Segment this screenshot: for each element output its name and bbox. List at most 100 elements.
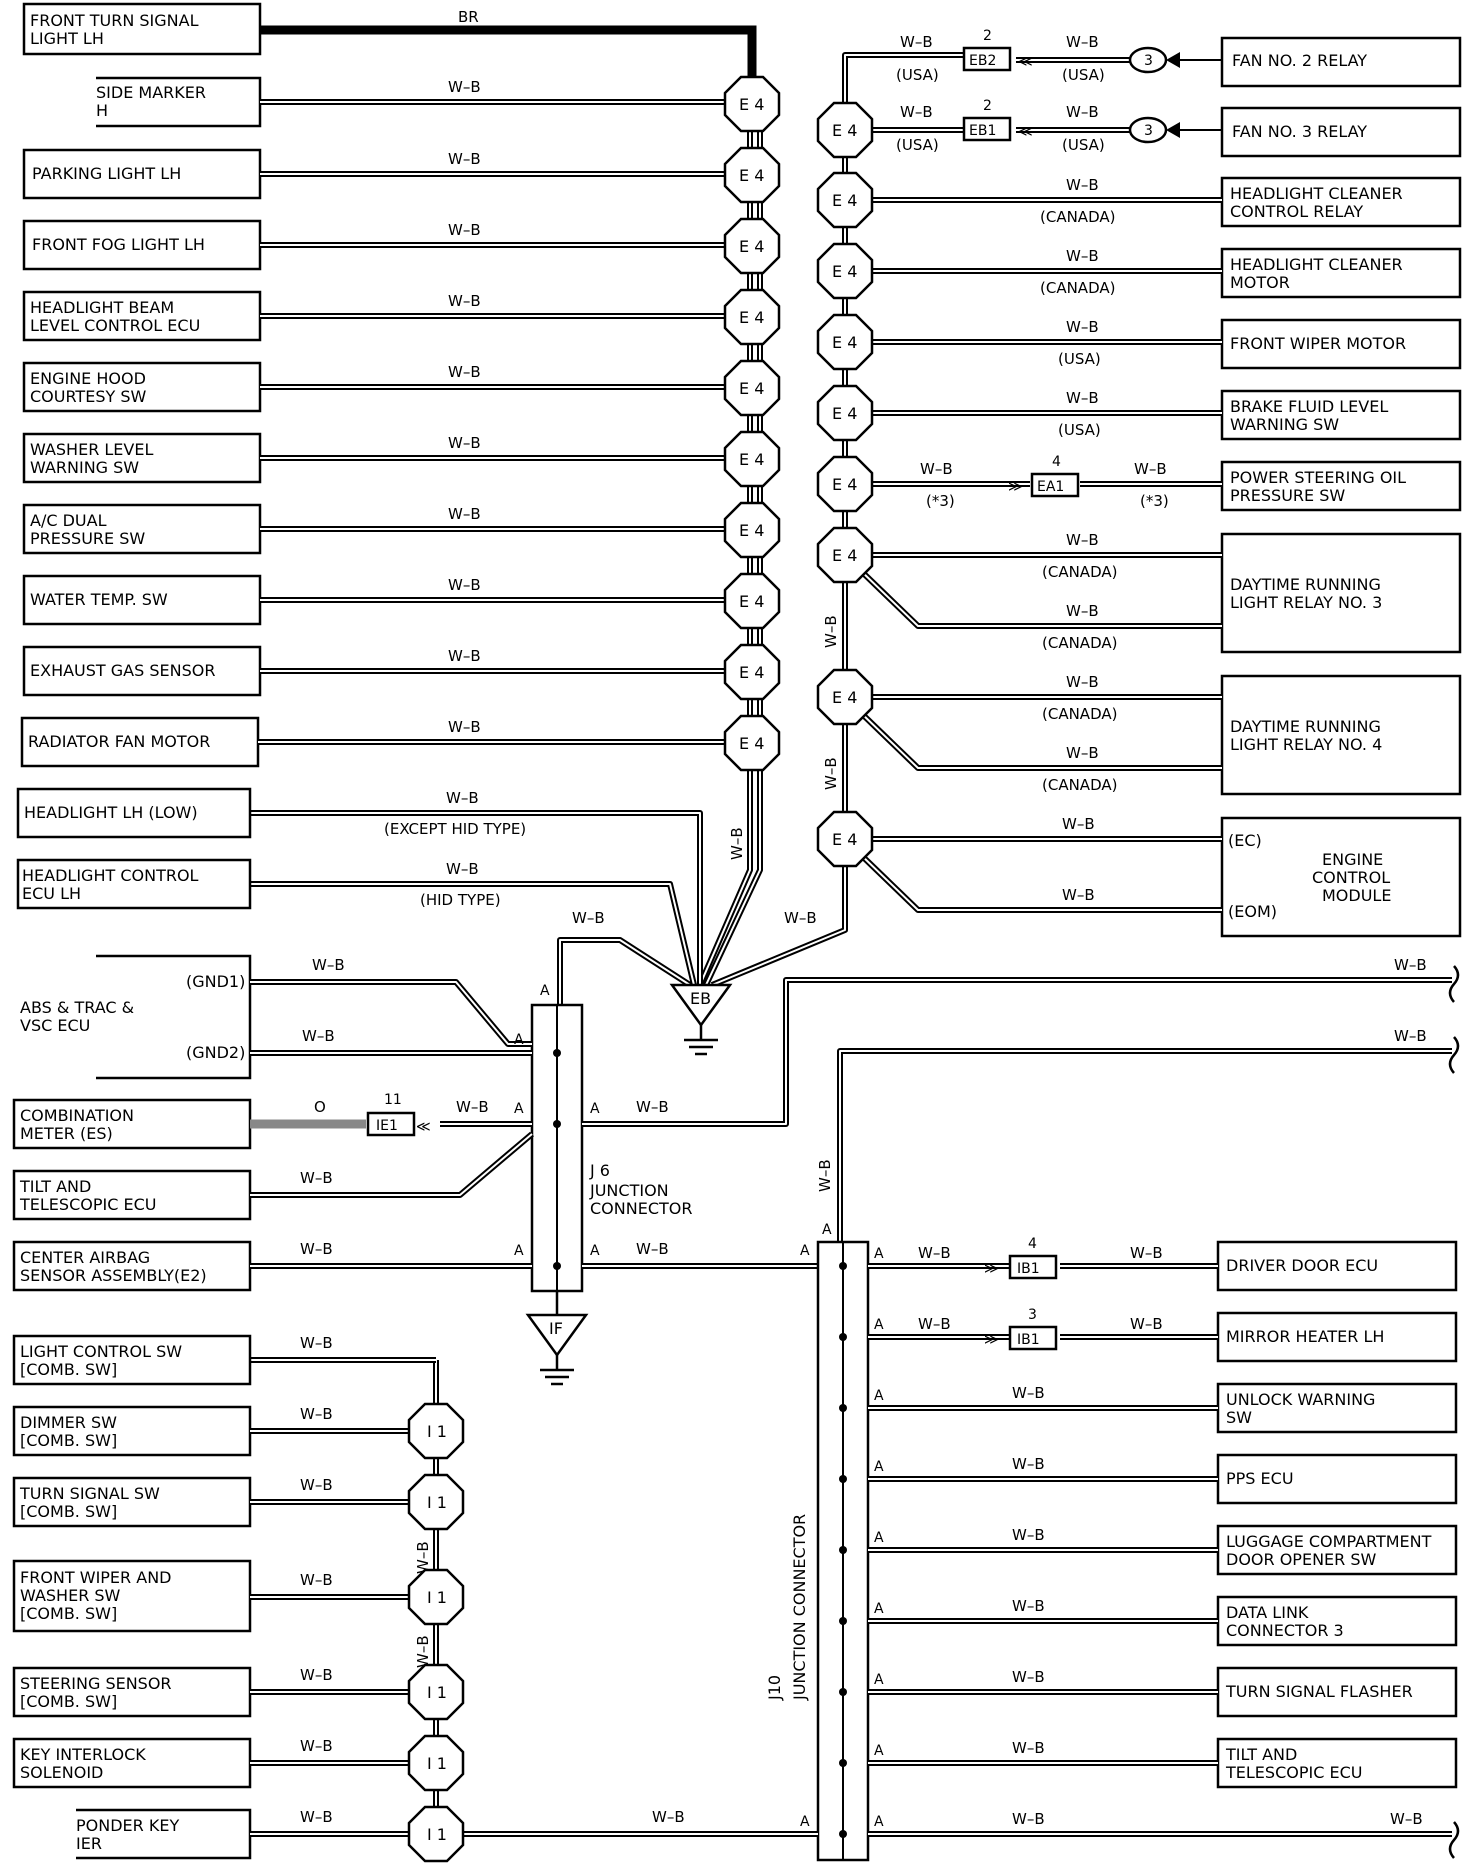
svg-text:MOTOR: MOTOR — [1230, 273, 1290, 292]
svg-text:W–B: W–B — [300, 1571, 333, 1589]
component-steering-sensor — [12, 1666, 252, 1718]
svg-text:A: A — [514, 1101, 524, 1117]
svg-text:11: 11 — [384, 1092, 402, 1108]
component-luggage-door-sw — [1216, 1524, 1458, 1576]
svg-text:LIGHT RELAY NO. 4: LIGHT RELAY NO. 4 — [1230, 735, 1382, 754]
svg-text:CONTROL RELAY: CONTROL RELAY — [1230, 202, 1363, 221]
component-fan-no3-relay — [1220, 106, 1462, 158]
inline-connector-eb1 — [962, 116, 1012, 142]
svg-text:E 4: E 4 — [832, 475, 857, 494]
svg-text:ABS & TRAC &: ABS & TRAC & — [20, 998, 134, 1017]
svg-text:I 1: I 1 — [427, 1422, 447, 1441]
connector-e4: E 4 — [723, 217, 781, 275]
svg-text:E 4: E 4 — [739, 308, 764, 327]
svg-text:W–B: W–B — [1066, 531, 1099, 549]
component-parking-light-lh — [22, 148, 262, 200]
svg-text:W–B: W–B — [300, 1737, 333, 1755]
svg-text:A: A — [874, 1459, 884, 1475]
svg-text:A: A — [874, 1601, 884, 1617]
svg-text:(EC): (EC) — [1228, 831, 1262, 850]
svg-text:PPS ECU: PPS ECU — [1226, 1469, 1294, 1488]
wire-label: W–B — [448, 221, 481, 239]
svg-text:TELESCOPIC ECU: TELESCOPIC ECU — [19, 1195, 156, 1214]
junction-j10-group: W–B W–B A J10 JUNCTION CONNECTOR — [765, 1027, 1452, 1862]
connector-e4: E 4 — [816, 668, 874, 726]
svg-text:W–B: W–B — [1066, 33, 1099, 51]
svg-text:LIGHT CONTROL SW: LIGHT CONTROL SW — [20, 1342, 182, 1361]
component-combination-meter — [12, 1098, 252, 1150]
component-headlight-control-ecu — [16, 858, 252, 910]
component-hl-cleaner-motor — [1220, 247, 1462, 299]
svg-text:W–B: W–B — [636, 1098, 669, 1116]
svg-text:(GND2): (GND2) — [186, 1043, 245, 1062]
svg-text:E 4: E 4 — [832, 688, 857, 707]
svg-text:EB1: EB1 — [969, 123, 996, 139]
ground-if — [525, 1313, 589, 1358]
svg-text:DAYTIME RUNNING: DAYTIME RUNNING — [1230, 717, 1381, 736]
right-column: FAN NO. 2 RELAY EB2 2 W–B (USA) W–B (USA… — [572, 28, 1462, 938]
svg-text:W–B: W–B — [1062, 886, 1095, 904]
comp-label: WASHER LEVEL — [30, 440, 153, 459]
svg-text:W–B: W–B — [1012, 1455, 1045, 1473]
component-tilt-telescopic-ecu — [12, 1169, 252, 1221]
svg-text:POWER STEERING OIL: POWER STEERING OIL — [1230, 468, 1406, 487]
svg-text:EA1: EA1 — [1037, 479, 1064, 495]
svg-text:(CANADA): (CANADA) — [1040, 279, 1115, 297]
connector-e4: E 4 — [723, 714, 781, 772]
svg-text:WASHER SW: WASHER SW — [20, 1586, 121, 1605]
svg-text:W–B: W–B — [1012, 1739, 1045, 1757]
component-front-fog-light-lh — [22, 219, 262, 271]
svg-text:W–B: W–B — [312, 956, 345, 974]
svg-text:E 4: E 4 — [739, 379, 764, 398]
wire-note: (HID TYPE) — [420, 891, 501, 909]
svg-text:(CANADA): (CANADA) — [1040, 208, 1115, 226]
svg-text:W–B: W–B — [1012, 1810, 1045, 1828]
svg-text:E 4: E 4 — [739, 663, 764, 682]
component-brake-fluid-sw — [1220, 389, 1462, 441]
connector-e4: E 4 — [723, 430, 781, 488]
comp-label: HEADLIGHT BEAM — [30, 298, 174, 317]
connector-i1: I 1 — [407, 1473, 465, 1531]
left-column-wires: W–B W–B W–B W–B W–B W–B W–B W–B W–B W–B — [258, 78, 730, 745]
svg-text:E 4: E 4 — [739, 592, 764, 611]
wire-label: W–B — [728, 827, 746, 860]
connector-e4: E 4 — [723, 75, 781, 133]
comp-label: A/C DUAL — [30, 511, 107, 530]
svg-text:DRIVER DOOR ECU: DRIVER DOOR ECU — [1226, 1256, 1378, 1275]
wire-label: BR — [458, 8, 479, 26]
wire-label: W–B — [448, 718, 481, 736]
svg-text:E 4: E 4 — [832, 830, 857, 849]
svg-text:(CANADA): (CANADA) — [1042, 776, 1117, 794]
svg-text:FAN NO. 3 RELAY: FAN NO. 3 RELAY — [1232, 122, 1367, 141]
svg-text:A: A — [874, 1743, 884, 1759]
svg-text:EB2: EB2 — [969, 53, 996, 69]
svg-text:CONNECTOR 3: CONNECTOR 3 — [1226, 1621, 1344, 1640]
connector-e4: E 4 — [723, 288, 781, 346]
component-headlight-beam-ecu — [22, 290, 262, 342]
svg-text:TILT AND: TILT AND — [1225, 1745, 1297, 1764]
svg-text:O: O — [314, 1098, 326, 1116]
svg-text:(CANADA): (CANADA) — [1042, 634, 1117, 652]
svg-text:[COMB. SW]: [COMB. SW] — [20, 1431, 117, 1450]
svg-text:W–B: W–B — [1012, 1668, 1045, 1686]
connector-e4: E 4 — [816, 101, 874, 159]
svg-text:FRONT WIPER AND: FRONT WIPER AND — [20, 1568, 171, 1587]
svg-text:VSC ECU: VSC ECU — [20, 1016, 90, 1035]
connector-e4: E 4 — [723, 501, 781, 559]
svg-text:W–B: W–B — [414, 1541, 432, 1574]
wire-label: W–B — [448, 363, 481, 381]
svg-text:W–B: W–B — [900, 33, 933, 51]
comp-label: ECU LH — [22, 884, 81, 903]
wire-label: W–B — [446, 860, 479, 878]
comp-label: SIDE MARKER — [96, 83, 206, 102]
ground-eb-label: EB — [690, 989, 711, 1008]
svg-text:W–B: W–B — [816, 1159, 834, 1192]
svg-text:E 4: E 4 — [739, 521, 764, 540]
bottom-left-column: W–B W–B LIGHT CONTROL SW [COMB. SW] W–B … — [10, 1334, 818, 1863]
svg-text:TELESCOPIC ECU: TELESCOPIC ECU — [1225, 1763, 1362, 1782]
svg-text:HEADLIGHT CLEANER: HEADLIGHT CLEANER — [1230, 255, 1403, 274]
connector-i1: I 1 — [407, 1568, 465, 1626]
eb-ground-bus — [250, 760, 848, 1005]
connector-i1: I 1 — [407, 1734, 465, 1792]
